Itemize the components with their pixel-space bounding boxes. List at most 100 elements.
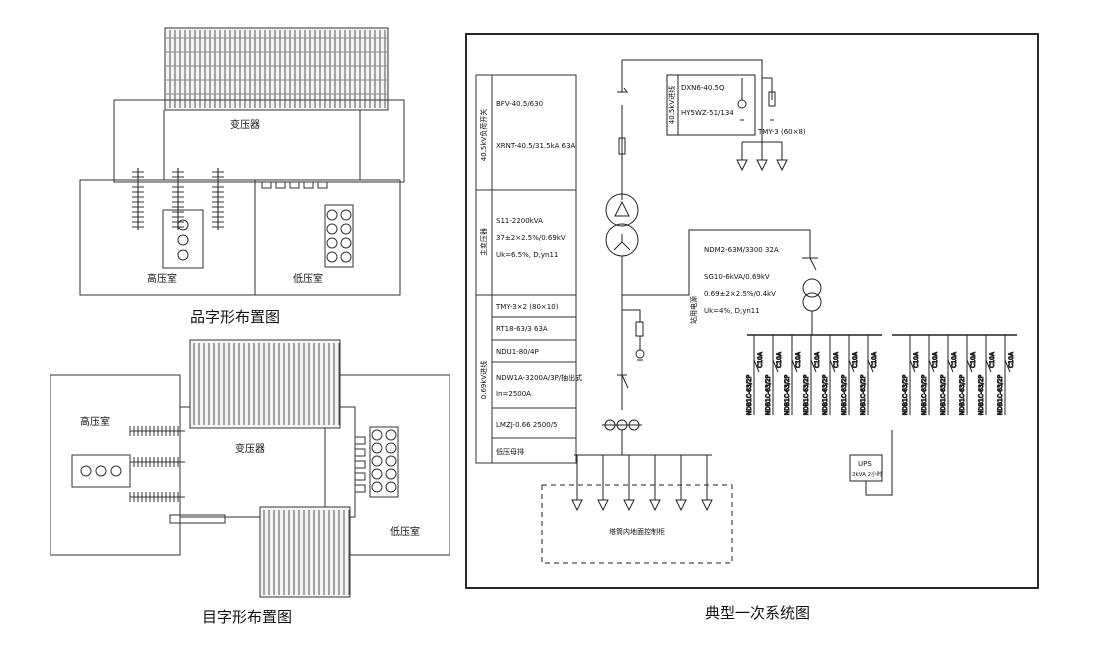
aux-feeder-switch [753,359,760,373]
aux-feeder-mcb-label: C10A [852,351,859,368]
aux-feeder-mcb-label: C10A [932,351,939,368]
aux-feeder-mcb-label: C10A [1008,351,1015,368]
spec-tmy3: TMY-3 (60×8) [757,128,806,136]
cabinet-breaker [385,468,397,480]
aux-feeder-mcb-label: C10A [795,351,802,368]
mu-layout-drawing: 高压室 变压器 低压室 [50,339,450,598]
sec-lv-in-label: 0.69kV进线 [479,361,488,399]
spec-bfv: BFV-40.5/630 [496,100,543,108]
tower-panel-label: 塔筒内地面控制柜 [609,527,665,536]
feeder-arrow [701,499,713,512]
feeder-arrow [675,499,687,512]
aux-label: 站用电源 [689,296,698,324]
aux-feeder-mcb-label: C10A [989,351,996,368]
cabinet-breaker [326,209,338,221]
aux-feeder-mcb-label: C10A [913,351,920,368]
aux-feeder-switch [867,359,874,373]
spec-ndw1a-2: In=2500A [496,390,531,398]
aux-feeder-switch [966,359,973,373]
terminal-block [303,181,314,189]
feeder-arrow [649,499,661,512]
terminal-block [275,181,286,189]
aux-feeder-switch [985,359,992,373]
aux-feeder-breaker-label: NDB1C-63/2P [959,374,966,415]
spec-sg10-2: 0.69±2×2.5%/0.4kV [704,290,776,298]
sec-main-tx-label: 主变压器 [479,228,488,256]
cabinet-breaker [371,442,383,454]
aux-feeder-switch [810,359,817,373]
cabinet-breaker [340,209,352,221]
cabinet-breaker [385,481,397,493]
aux-feeder-mcb-label: C10A [814,351,821,368]
pin-hv-room-label: 高压室 [147,272,177,285]
spec-rt18: RT18-63/3 63A [496,325,548,333]
terminal-block [354,472,366,481]
spec-ndm2: NDM2-63M/3300 32A [704,246,779,254]
aux-feeder-switch [909,359,916,373]
aux-feeder-breaker-label: NDB1C-63/2P [921,374,928,415]
aux-feeder-breaker-label: NDB1C-63/2P [803,374,810,415]
aux-feeder-switch [848,359,855,373]
mu-layout-caption: 目字形布置图 [202,608,293,626]
ups-cap-label: 2kVA 2小时 [852,470,883,478]
aux-feeder-breaker-label: NDB1C-63/2P [822,374,829,415]
spec-dxn6: DXN6-40.5Q [681,84,725,92]
pt-side-label: 40.5kV进线 [667,86,676,124]
terminal-block [289,181,300,189]
feeder-arrow [623,499,635,512]
cabinet-breaker [326,223,338,235]
spec-lmzj: LMZJ-0.66 2500/5 [496,421,558,429]
single-line-diagram: 40.5kV负荷开关 主变压器 0.69kV进线 BFV-40.5/630 XR… [465,33,1039,589]
cabinet-breaker [385,455,397,467]
mu-transformer-label: 变压器 [235,442,265,455]
terminal-block [354,448,366,457]
ups-label: UPS [858,460,872,468]
spec-sg10-3: Uk=4%, D,yn11 [704,307,760,315]
terminal-block [354,460,366,469]
system-caption: 典型一次系统图 [705,604,811,622]
cabinet-breaker [385,442,397,454]
aux-feeder-breaker-label: NDB1C-63/2P [860,374,867,415]
aux-feeder-switch [947,359,954,373]
mu-lv-room-label: 低压室 [390,525,420,538]
aux-feeder-breaker-label: NDB1C-63/2P [978,374,985,415]
aux-feeder-mcb-label: C10A [970,351,977,368]
aux-feeder-mcb-label: C10A [951,351,958,368]
pin-layout-caption: 品字形布置图 [190,308,281,326]
terminal-block [354,436,366,445]
spec-s11-2: 37±2×2.5%/0.69kV [496,234,566,242]
aux-feeder-mcb-label: C10A [757,351,764,368]
aux-feeder-switch [928,359,935,373]
cabinet-breaker [371,468,383,480]
cabinet-breaker [371,429,383,441]
mu-hv-room-label: 高压室 [80,415,110,428]
aux-feeder-switch [829,359,836,373]
cabinet-breaker [371,455,383,467]
spec-ndu1: NDU1-80/4P [496,348,539,356]
spec-s11-1: S11-2200kVA [496,217,543,225]
aux-feeder-mcb-label: C10A [776,351,783,368]
aux-feeder-switch [772,359,779,373]
aux-feeder-breaker-label: NDB1C-63/2P [997,374,1004,415]
cabinet-breaker [371,481,383,493]
spec-xrnt: XRNT-40.5/31.5kA 63A [496,142,576,150]
aux-feeder-switch [1004,359,1011,373]
spec-hy5wz: HY5WZ-51/134 [681,109,734,117]
cabinet-breaker [326,237,338,249]
cabinet-breaker [340,251,352,263]
aux-feeder-switch [791,359,798,373]
pin-layout-drawing: 变压器 高压室 低压室 [79,27,405,296]
spec-lv-bus: 低压母排 [496,447,524,456]
cabinet-breaker [340,237,352,249]
terminal-block [317,181,328,189]
aux-feeder-breaker-label: NDB1C-63/2P [902,374,909,415]
spec-s11-3: Uk=6.5%, D,yn11 [496,251,558,259]
cabinet-breaker [385,429,397,441]
cabinet-breaker [326,251,338,263]
aux-feeder-mcb-label: C10A [871,351,878,368]
cabinet-breaker [340,223,352,235]
terminal-block [354,484,366,493]
aux-feeder-breaker-label: NDB1C-63/2P [940,374,947,415]
spec-sg10-1: SG10-6kVA/0.69kV [704,273,770,281]
